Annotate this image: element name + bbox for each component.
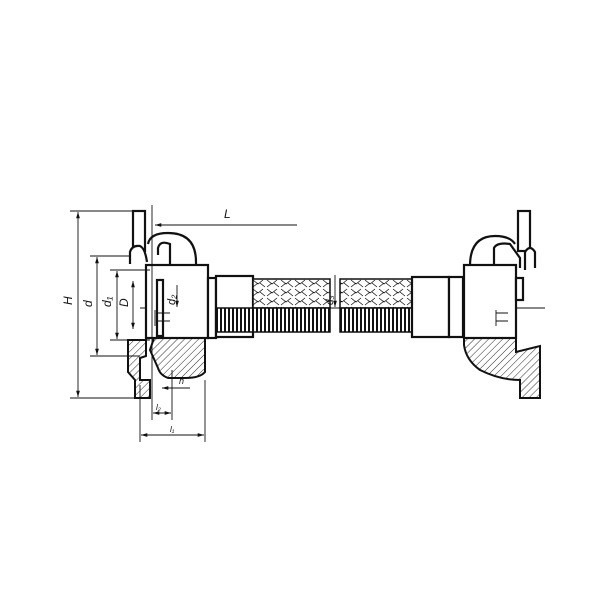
left-hose [214, 274, 331, 339]
right-hose [339, 275, 465, 339]
dim-label-H: H [61, 296, 75, 305]
dim-label-D: D [117, 298, 131, 307]
dim-label-L: L [224, 207, 231, 221]
dim-label-l1: l₁ [170, 425, 175, 434]
dim-label-d: d [81, 300, 95, 307]
dim-label-d1: d₁ [100, 296, 114, 307]
dim-label-l2: l₂ [156, 403, 161, 412]
dim-label-d2: d₂ [166, 294, 178, 305]
dim-label-h: h [179, 376, 184, 386]
dimensions [70, 205, 337, 442]
dim-label-d3: d₃ [325, 295, 336, 305]
right-coupling [462, 209, 541, 399]
